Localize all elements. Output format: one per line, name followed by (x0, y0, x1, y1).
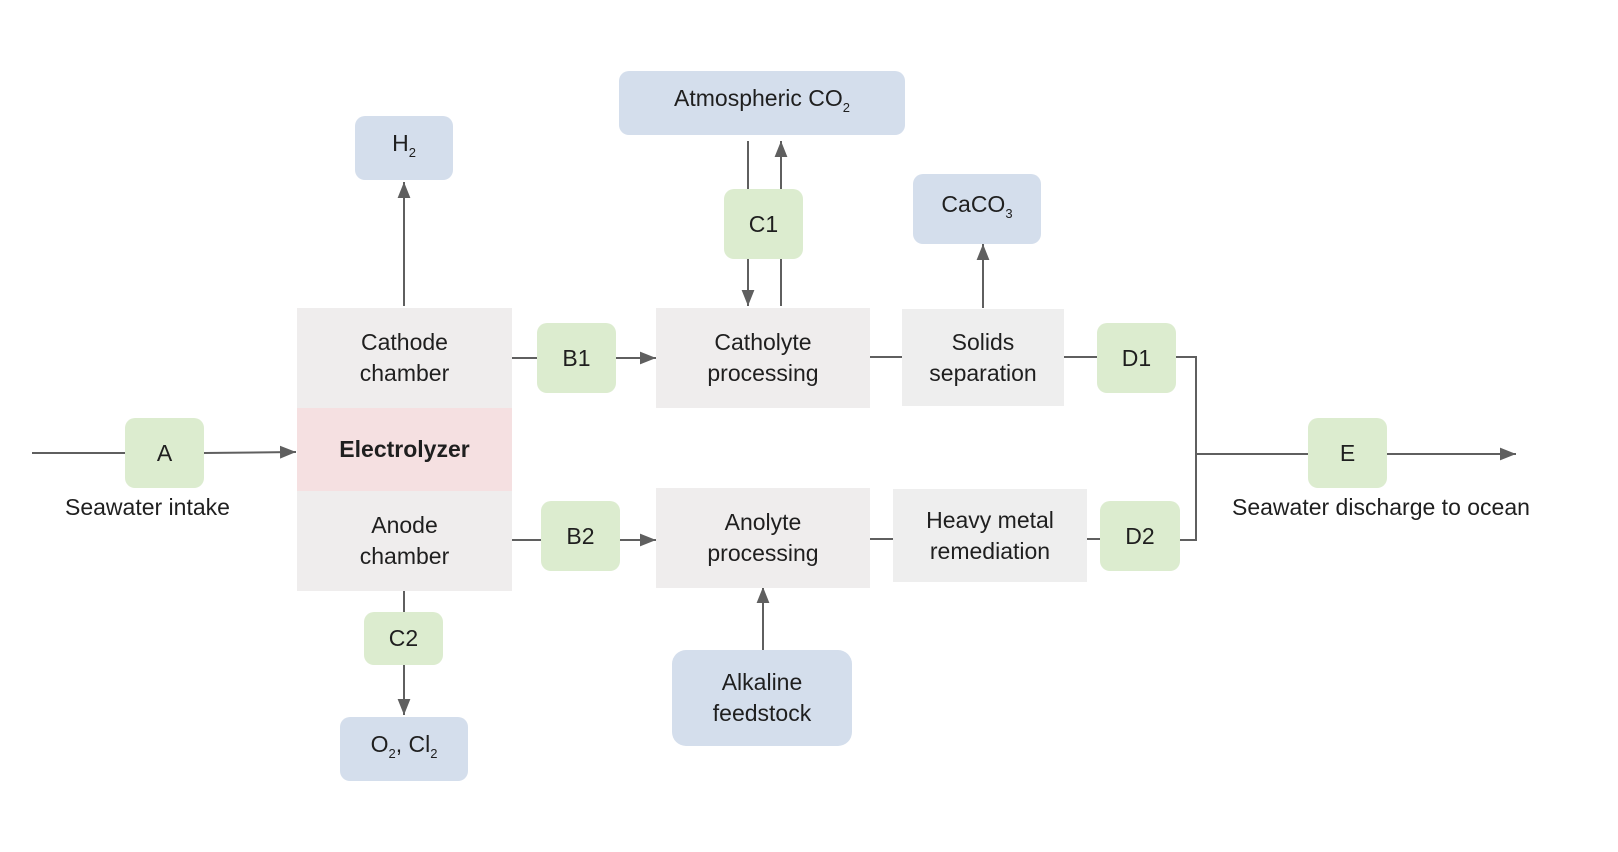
control-point-D1: D1 (1097, 323, 1176, 393)
control-C1-label: C1 (748, 210, 779, 237)
o2-cl2-output: O2, Cl2 (340, 717, 468, 781)
catholyte-line1: Catholyte (714, 329, 812, 355)
anode-chamber-line1: Anode (371, 512, 438, 538)
control-D2-label: D2 (1125, 522, 1155, 549)
anode-chamber: Anode chamber (297, 491, 512, 591)
alkaline-line1: Alkaline (721, 669, 803, 695)
control-point-D2: D2 (1100, 501, 1180, 571)
atmospheric-co2: Atmospheric CO2 (619, 71, 905, 135)
control-point-B1: B1 (537, 323, 616, 393)
cl-base: , Cl (395, 731, 431, 757)
o2-base: O (370, 731, 389, 757)
anolyte-line1: Anolyte (724, 509, 802, 535)
h2-output: H2 (355, 116, 453, 180)
atm-co2-sub: 2 (842, 100, 850, 115)
anolyte-processing: Anolyte processing (656, 488, 870, 588)
anode-chamber-line2: chamber (359, 543, 450, 569)
cl2-sub: 2 (430, 746, 438, 761)
wire-A-to-electrolyzer (203, 445, 297, 459)
seawater-discharge-label: Seawater discharge to ocean (1232, 494, 1530, 520)
electrolyzer: Electrolyzer (297, 408, 512, 491)
catholyte-processing: Catholyte processing (656, 308, 870, 408)
h2-sub: 2 (408, 145, 416, 160)
heavy-metal-line1: Heavy metal (926, 506, 1054, 533)
catholyte-line2: processing (707, 360, 819, 386)
control-point-E: E (1308, 418, 1387, 488)
control-B2-label: B2 (566, 522, 595, 549)
h2-base: H (392, 130, 409, 156)
heavy-metal-remediation: Heavy metal remediation (893, 489, 1087, 582)
control-E-label: E (1339, 439, 1356, 466)
control-C2-label: C2 (388, 625, 419, 651)
solids-line1: Solids (951, 328, 1015, 355)
electrolyzer-label: Electrolyzer (339, 436, 470, 462)
seawater-intake-label: Seawater intake (65, 494, 230, 520)
atm-co2-base: Atmospheric CO (674, 85, 843, 111)
control-B1-label: B1 (562, 344, 591, 371)
control-point-B2: B2 (541, 501, 620, 571)
wire-D1-merge (1176, 356, 1197, 541)
caco3-base: CaCO (941, 191, 1006, 217)
solids-separation: Solids separation (902, 309, 1064, 406)
control-point-A: A (125, 418, 204, 488)
anolyte-line2: processing (707, 540, 819, 566)
control-point-C2: C2 (364, 612, 443, 665)
control-point-C1: C1 (724, 189, 803, 259)
alkaline-line2: feedstock (712, 700, 812, 726)
cathode-chamber-line2: chamber (359, 360, 450, 386)
cathode-chamber-line1: Cathode (361, 329, 448, 355)
control-D1-label: D1 (1121, 344, 1152, 371)
heavy-metal-line2: remediation (929, 537, 1051, 564)
o2-sub: 2 (388, 746, 396, 761)
alkaline-feedstock: Alkaline feedstock (672, 650, 852, 746)
caco3-output: CaCO3 (913, 174, 1041, 244)
solids-line2: separation (929, 359, 1037, 386)
cathode-chamber: Cathode chamber (297, 308, 512, 408)
control-A-label: A (156, 439, 173, 466)
caco3-sub: 3 (1005, 206, 1013, 221)
